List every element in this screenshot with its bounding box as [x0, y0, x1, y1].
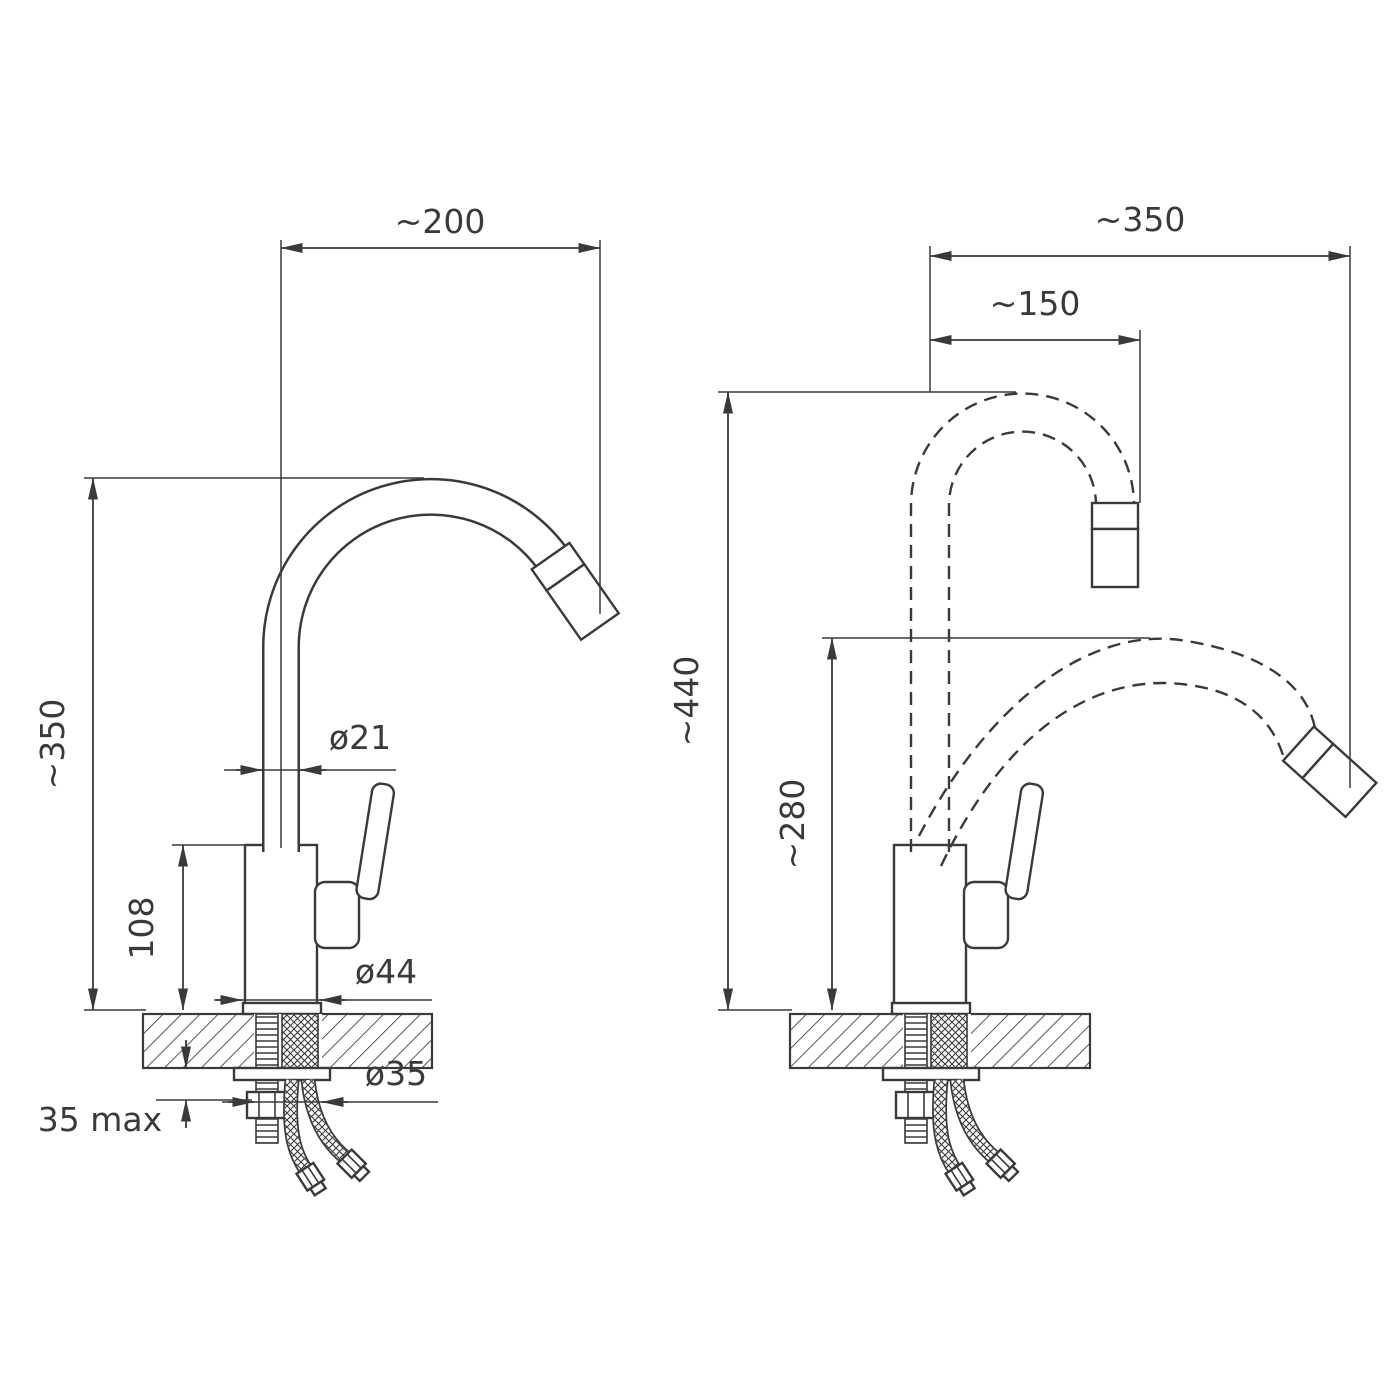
right-faucet	[788, 392, 1379, 1198]
left-shank-braid	[281, 1013, 319, 1069]
left-hose-nut-2	[335, 1147, 371, 1183]
left-mounting-nut	[245, 1090, 289, 1120]
left-supply-hoses	[283, 1079, 371, 1198]
dim-label-counter-thickness: 35 max	[38, 1100, 162, 1139]
left-handle-boss	[313, 880, 361, 950]
right-supply-hoses	[932, 1079, 1020, 1198]
right-faucet-body	[892, 843, 968, 1009]
dim-label-total-height-left: ~350	[33, 699, 72, 790]
right-washer	[881, 1066, 981, 1082]
left-base-flange	[241, 1001, 323, 1016]
right-spout-down-inner	[939, 681, 1287, 867]
right-hose-nut-2	[984, 1147, 1020, 1183]
dim-label-spout-diameter: ø21	[329, 718, 391, 757]
right-spout-up-outer	[909, 392, 1136, 852]
left-spout-fill	[264, 480, 568, 852]
left-faucet-body	[243, 843, 319, 1009]
left-spout-nozzle	[530, 541, 621, 642]
dim-label-max-height: ~440	[667, 656, 706, 747]
dim-label-hole-diameter: ø35	[365, 1054, 427, 1093]
left-handle-lever	[355, 782, 396, 901]
dim-label-base-diameter: ø44	[355, 952, 417, 991]
dim-label-lowered-height: ~280	[773, 779, 812, 870]
right-base-flange	[890, 1001, 972, 1016]
left-faucet	[141, 477, 621, 1198]
dim-label-max-reach: ~350	[1095, 200, 1186, 239]
right-handle-lever	[1004, 782, 1045, 901]
right-nozzle-down	[1281, 724, 1379, 819]
left-dimensions: ~200 ~350 ø21 108 ø44 ø35 35 max	[33, 202, 601, 1139]
right-nozzle-up	[1090, 501, 1140, 589]
right-handle-boss	[962, 880, 1010, 950]
right-mounting-nut	[894, 1090, 938, 1120]
dim-label-spout-reach: ~200	[395, 202, 486, 241]
dim-label-body-height: 108	[122, 897, 161, 960]
left-washer	[232, 1066, 332, 1082]
left-hose-nut-1	[294, 1161, 328, 1198]
right-hose-nut-1	[943, 1161, 977, 1198]
right-shank-braid	[930, 1013, 968, 1069]
dim-label-upper-reach: ~150	[990, 284, 1081, 323]
right-dimensions: ~350 ~150 ~440 ~280	[667, 200, 1351, 1011]
right-spout-down-outer	[917, 637, 1317, 837]
